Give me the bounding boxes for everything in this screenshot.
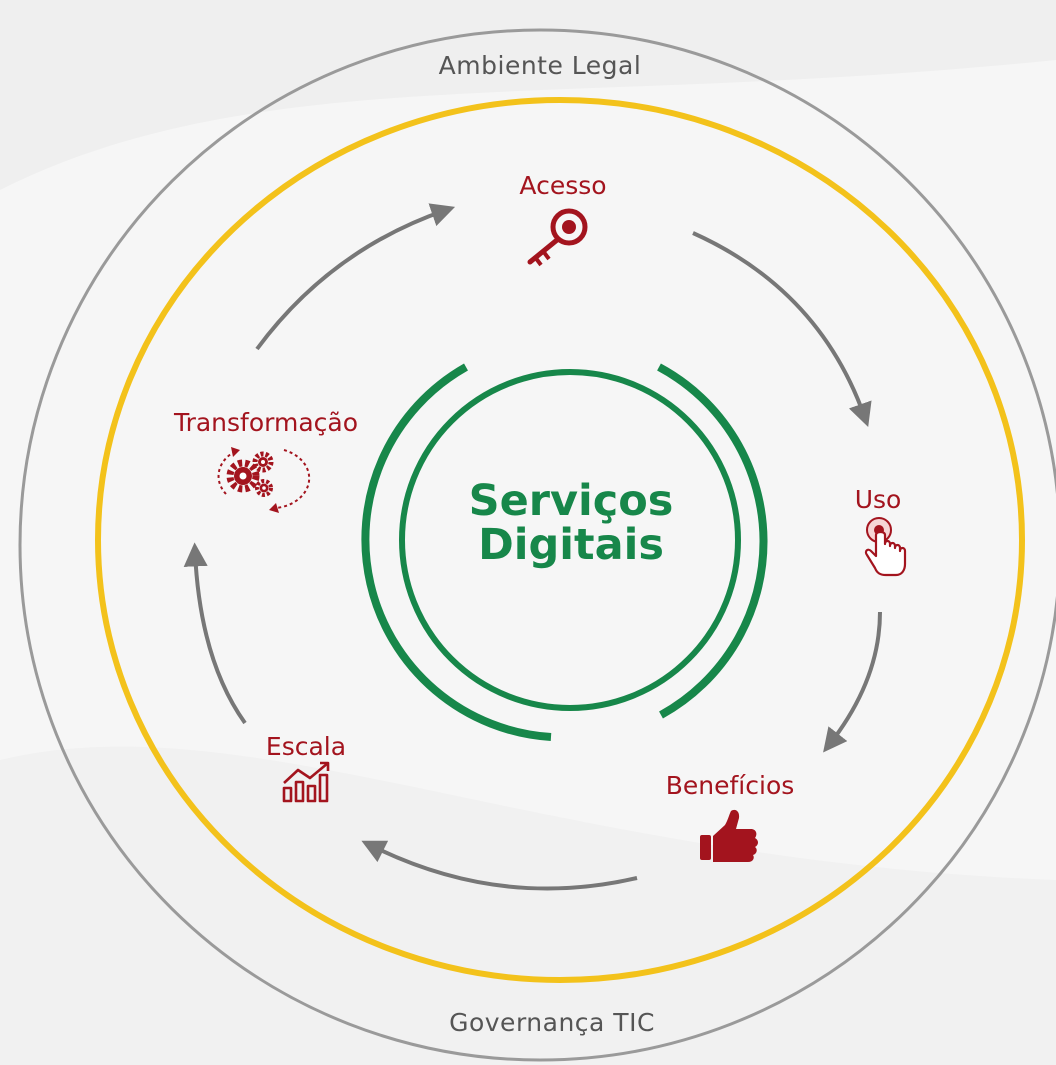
key-icon: [527, 208, 588, 267]
middle-ring: [95, 97, 1025, 983]
center-title: Serviços Digitais: [468, 476, 674, 570]
outer-ring: [18, 28, 1056, 1062]
arrow-escala-to-transformacao: [183, 542, 247, 725]
inner-arc-left: [361, 363, 552, 741]
stage-label-beneficios: Benefícios: [665, 771, 795, 800]
stage-label-uso: Uso: [854, 485, 902, 514]
growth-chart-icon: [282, 761, 330, 803]
stage-label-escala: Escala: [265, 732, 347, 761]
arrow-beneficios-to-escala: [361, 840, 638, 891]
pointer-hand-icon: [864, 517, 907, 577]
stage-label-acesso: Acesso: [519, 171, 607, 200]
thumbs-up-icon: [700, 809, 758, 862]
background-swoosh: [0, 0, 1056, 190]
gears-cycle-icon: [217, 447, 311, 513]
arrow-acesso-to-uso: [692, 231, 872, 428]
arrow-uso-to-beneficios: [823, 611, 882, 753]
ring-label-bottom: Governança TIC: [449, 1008, 655, 1037]
inner-arc-right: [657, 363, 768, 719]
ring-label-top: Ambiente Legal: [438, 51, 642, 80]
background-swoosh: [0, 746, 1056, 1065]
center-title-line2: Digitais: [478, 519, 664, 570]
arrow-transformacao-to-acesso: [255, 203, 456, 351]
inner-ring: [399, 369, 741, 711]
center-title-line1: Serviços: [468, 476, 674, 526]
stage-label-transformacao: Transformação: [173, 408, 359, 437]
